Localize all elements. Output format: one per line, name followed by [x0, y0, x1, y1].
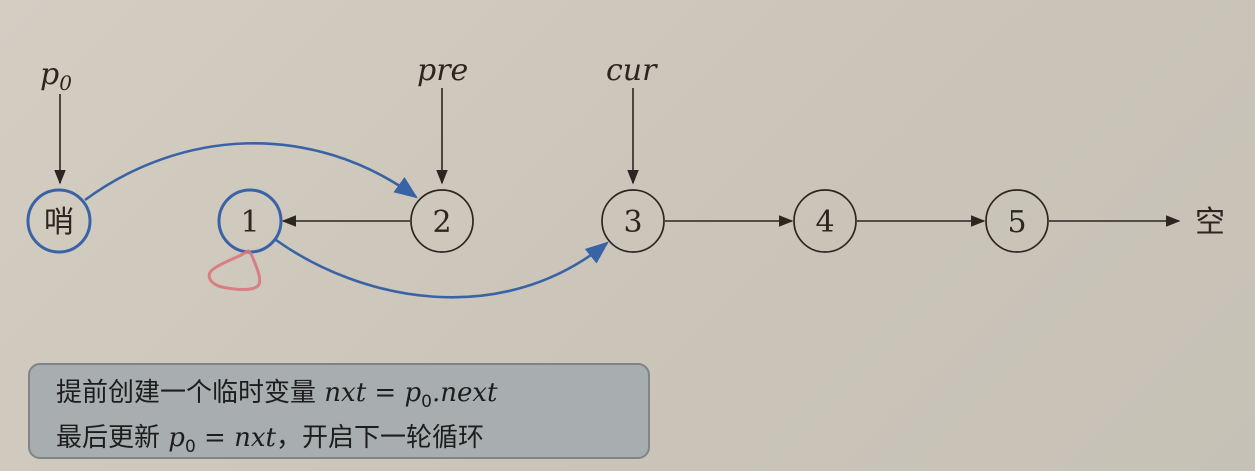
note-line-1: 提前创建一个临时变量 nxt = p0.next — [56, 378, 498, 413]
node-4: 4 — [793, 189, 857, 253]
node-5: 5 — [985, 189, 1049, 253]
self-loop-annotation — [207, 249, 262, 291]
null-label: 空 — [1195, 205, 1225, 240]
pointer-p0-label: p0 — [40, 57, 72, 95]
node-2: 2 — [410, 189, 474, 253]
svg-text:4: 4 — [815, 205, 834, 240]
explanation-note: 提前创建一个临时变量 nxt = p0.next 最后更新 p0 = nxt，开… — [28, 363, 650, 459]
svg-text:2: 2 — [432, 205, 451, 240]
svg-text:5: 5 — [1007, 205, 1026, 240]
node-1: 1 — [217, 188, 283, 254]
svg-text:1: 1 — [240, 205, 259, 240]
svg-text:哨: 哨 — [44, 205, 74, 240]
node-3: 3 — [601, 189, 665, 253]
pointer-cur-label: cur — [606, 53, 658, 88]
pointer-pre-label: pre — [417, 53, 468, 88]
node-sentinel: 哨 — [26, 188, 92, 254]
svg-text:3: 3 — [623, 205, 642, 240]
edge-1-to-3 — [275, 238, 609, 299]
edge-sentinel-to-2 — [84, 142, 418, 202]
note-line-2: 最后更新 p0 = nxt，开启下一轮循环 — [56, 423, 484, 458]
